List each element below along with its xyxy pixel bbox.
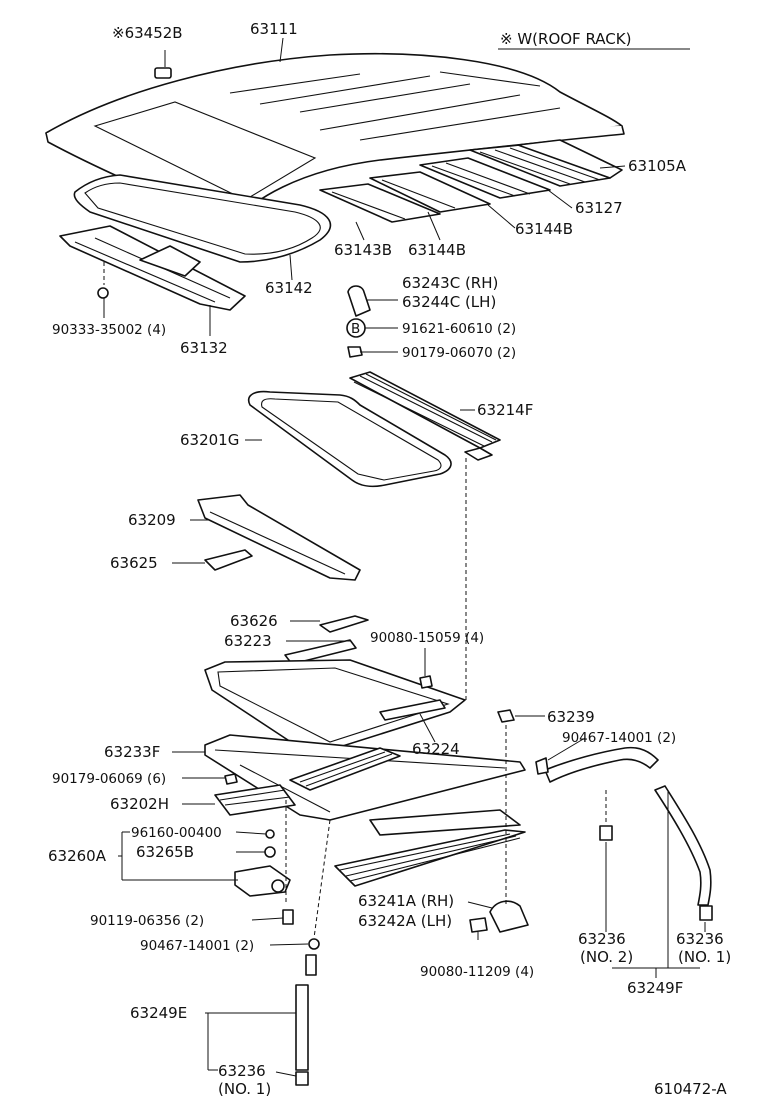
sunshade-63209 [197,494,361,581]
bracket-63132 [59,225,246,311]
roof-rack-note: ※ W(ROOF RACK) [498,30,690,50]
glass-seal-63201G [248,390,452,488]
frame-63224 [204,659,466,751]
label-63239: 63239 [547,708,595,726]
bolt-90119-06356 [282,909,294,925]
label-63132: 63132 [180,339,228,357]
label-63223: 63223 [224,632,272,650]
label-63236-b-sub: (NO. 1) [218,1080,271,1098]
marker-b-text: B [351,321,360,337]
diagram-id: 610472-A [654,1080,727,1098]
label-90179-06070: 90179-06070 (2) [402,345,516,361]
label-90467-14001-b: 90467-14001 (2) [140,938,254,954]
roof-rack-slats [319,139,623,223]
label-63142: 63142 [265,279,313,297]
label-63144B-b: 63144B [408,241,466,259]
label-63233F: 63233F [104,743,160,761]
bracket-63626 [319,615,369,633]
part-labels: ※63452B 63111 63105A 63127 63144B 63144B… [48,20,731,1098]
dashed-guides [103,262,607,939]
label-63243C: 63243C (RH) [402,274,498,292]
label-63236-no1: 63236 [676,930,724,948]
label-90179-06069: 90179-06069 (6) [52,771,166,787]
label-63144B-a: 63144B [515,220,573,238]
label-63209: 63209 [128,511,176,529]
marker-b: B [346,318,366,338]
label-63111: 63111 [250,20,298,38]
label-90333-35002: 90333-35002 (4) [52,322,166,338]
label-63236-b: 63236 [218,1062,266,1080]
label-63236-no2: 63236 [578,930,626,948]
leader-lines [103,37,706,1077]
label-63265B: 63265B [136,843,194,861]
label-96160-00400: 96160-00400 [131,825,222,841]
label-63236-no2-sub: (NO. 2) [580,948,633,966]
label-63260A: 63260A [48,847,107,865]
clip-63239 [497,709,515,723]
label-63143B: 63143B [334,241,392,259]
label-63224: 63224 [412,740,460,758]
nut-90179-06070 [347,346,363,358]
label-63249F: 63249F [627,979,683,997]
label-63625: 63625 [110,554,158,572]
label-90080-15059: 90080-15059 (4) [370,630,484,646]
label-63127: 63127 [575,199,623,217]
bracket-63625 [204,549,253,571]
clip-63452B [154,67,172,79]
label-63452B: ※63452B [112,24,183,42]
rail-63214F [349,371,501,461]
nut-90179-06069 [224,773,238,785]
label-90467-14001-a: 90467-14001 (2) [562,730,676,746]
label-63244C: 63244C (LH) [402,293,496,311]
label-90119-06356: 90119-06356 (2) [90,913,204,929]
clip-63243C [347,285,371,317]
drain-hose-63249E [295,938,320,1086]
label-63201G: 63201G [180,431,239,449]
weatherstrip-63142 [73,174,332,263]
motor-63260A [234,829,291,897]
label-63249E: 63249E [130,1004,187,1022]
roof-rack-note-text: ※ W(ROOF RACK) [500,30,631,48]
label-63105A: 63105A [628,157,687,175]
bracket-63241A [469,900,529,933]
label-63242A: 63242A (LH) [358,912,452,930]
label-63241A: 63241A (RH) [358,892,454,910]
label-63236-no1-sub: (NO. 1) [678,948,731,966]
label-91621-60610: 91621-60610 (2) [402,321,516,337]
bottom-rail [334,809,526,887]
label-63214F: 63214F [477,401,533,419]
drain-hose-63249F [535,746,713,921]
label-63626: 63626 [230,612,278,630]
rail-63202H [214,784,296,816]
label-63202H: 63202H [110,795,169,813]
bolt-90080-15059 [419,675,433,689]
label-90080-11209: 90080-11209 (4) [420,964,534,980]
